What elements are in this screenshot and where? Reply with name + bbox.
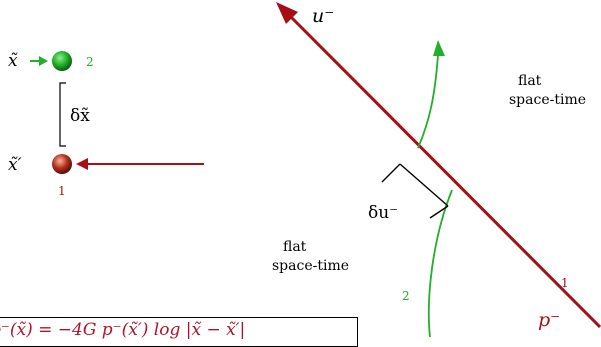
shock-wave-arrowhead [276,2,298,24]
delta-x-bracket [59,82,66,147]
flat-spacetime-top-line2: space-time [509,92,586,108]
index-1-right: 1 [561,276,569,290]
particle-1-ball [52,154,72,174]
delta-u-label: δu⁻ [368,203,398,223]
x-tilde-prime-label: x̃′ [8,155,22,175]
particle-1-arrowhead [76,158,88,170]
shock-wave-line [286,12,601,329]
trajectory-arrowhead [433,40,445,56]
index-2-left: 2 [86,55,94,69]
formula-text: p⁻(x̃) = −4G p⁻(x̃′) log |x̃ − x̃′| [0,320,246,340]
flat-spacetime-top-line1: flat [518,73,542,89]
trajectory-before [427,189,453,337]
x-tilde-label: x̃ [8,51,18,71]
u-minus-label: u⁻ [312,5,334,27]
flat-spacetime-bottom-line2: space-time [272,258,349,274]
shockwave-diagram: u⁻ p⁻ flat space-time flat space-time δu… [8,2,601,337]
index-1-left: 1 [58,184,66,198]
delta-x-label: δx̃ [70,106,90,126]
p-minus-label: p⁻ [538,309,560,331]
formula-box: p⁻(x̃) = −4G p⁻(x̃′) log |x̃ − x̃′| [0,317,358,347]
particle-2-arrowhead [39,56,48,66]
flat-spacetime-bottom-line1: flat [283,239,307,255]
index-2-right: 2 [402,289,410,303]
delta-u-bracket [381,163,449,219]
trajectory-after [417,54,439,149]
particle-2-ball [52,51,72,71]
